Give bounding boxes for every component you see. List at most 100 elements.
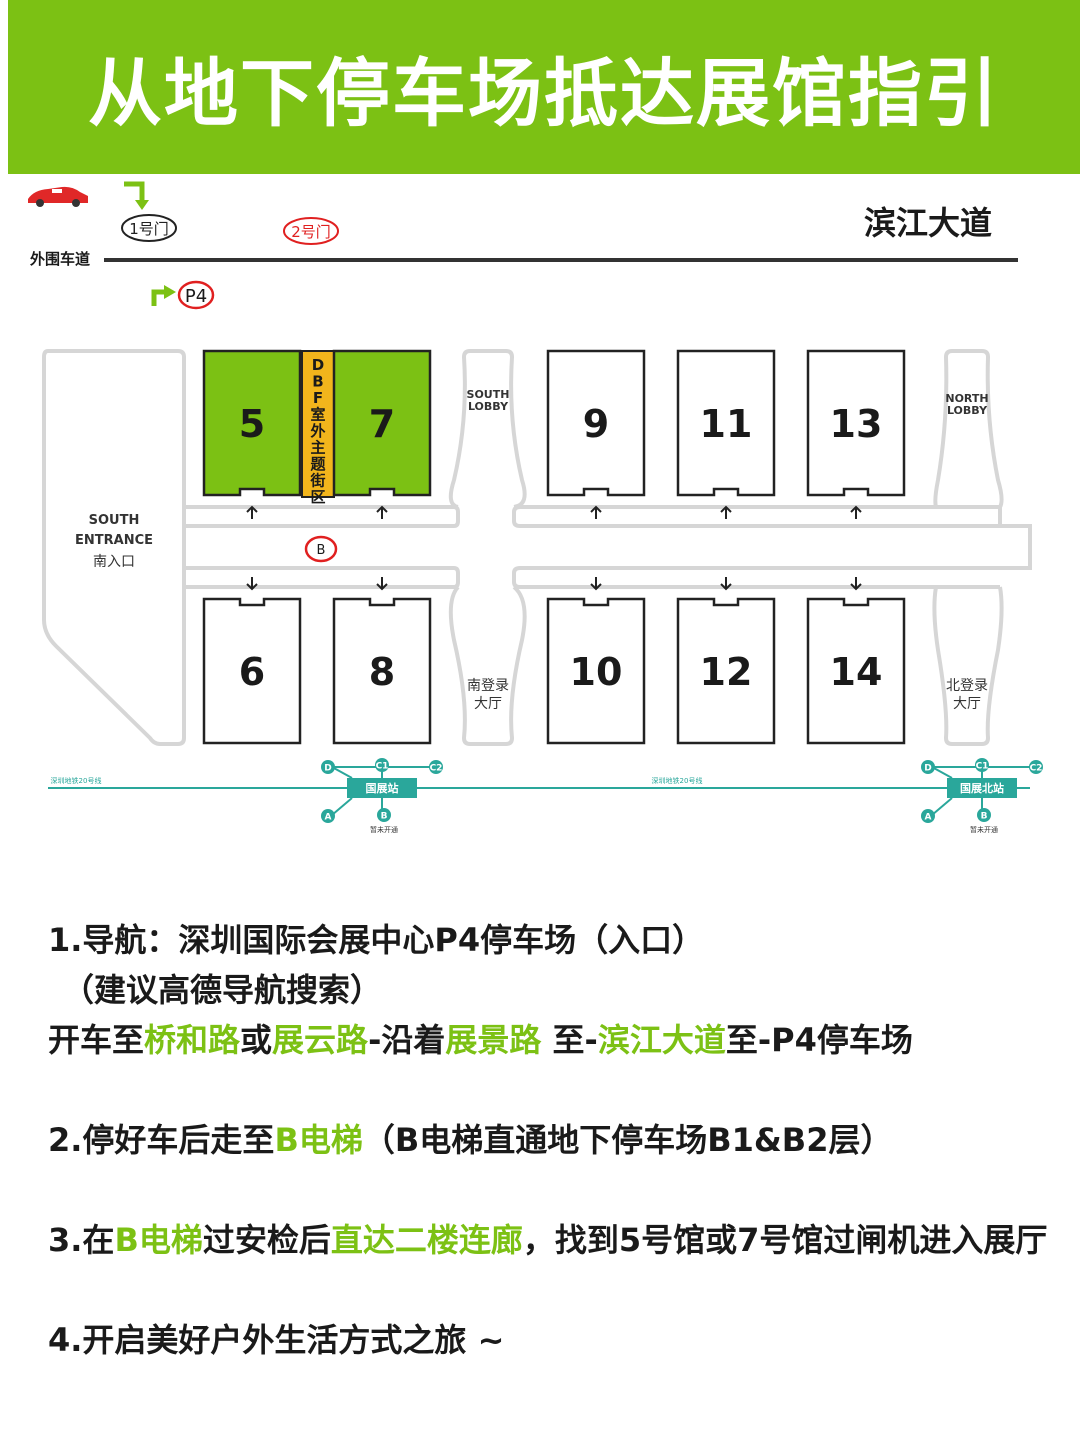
theme-street-char: 外 xyxy=(309,422,325,440)
title-banner: 从地下停车场抵达展馆指引 xyxy=(8,0,1080,174)
exit-label: A xyxy=(325,813,332,823)
arrow-up-icon xyxy=(850,505,862,519)
exit-marker xyxy=(977,808,991,822)
road-south xyxy=(184,566,460,589)
route-text: 至- xyxy=(541,1021,598,1059)
metro-line-label-1: 深圳地铁20号线 xyxy=(51,776,102,785)
hall-shape xyxy=(676,597,776,745)
exit-marker xyxy=(921,809,935,823)
exit-label: C1 xyxy=(976,762,989,772)
hall-7: 7 xyxy=(332,349,432,519)
arrow-down-icon xyxy=(376,577,388,591)
step-1-title: 1.导航：深圳国际会展中心P4停车场（入口） xyxy=(48,915,1048,965)
exit-marker xyxy=(975,758,989,772)
hall-number: 13 xyxy=(830,402,883,446)
exit-marker xyxy=(375,758,389,772)
car-icon xyxy=(28,186,88,207)
exit-marker xyxy=(1029,760,1043,774)
south-lobby-outline xyxy=(448,349,527,509)
arrow-up-icon xyxy=(246,505,258,519)
hall-shape xyxy=(546,349,646,497)
route-text: 或 xyxy=(240,1021,273,1059)
route-road-qiaohe: 桥和路 xyxy=(144,1021,241,1059)
step-2: 2.停好车后走至B电梯（B电梯直通地下停车场B1&B2层） xyxy=(48,1115,1048,1165)
road-outer-label: 外围车道 xyxy=(29,250,90,268)
theme-street-char: D xyxy=(312,356,324,374)
route-road-zhanyun: 展云路 xyxy=(272,1021,369,1059)
south-lobby-en-2: LOBBY xyxy=(468,400,509,413)
exit-marker xyxy=(377,808,391,822)
exit-marker xyxy=(429,760,443,774)
route-text: -沿着 xyxy=(368,1021,446,1059)
north-lobby-en-1: NORTH xyxy=(945,392,988,405)
step-4-text: 4.开启美好户外生活方式之旅 ~ xyxy=(48,1321,505,1359)
south-entrance-cn: 南入口 xyxy=(93,554,135,570)
exit-label: D xyxy=(324,764,331,774)
hall-number: 5 xyxy=(239,402,265,446)
south-lobby-cn-1: 南登录 xyxy=(467,678,509,694)
step-2-text: 2.停好车后走至 xyxy=(48,1121,275,1159)
road-east-north xyxy=(512,505,1002,528)
exit-marker xyxy=(321,760,335,774)
theme-street-char: 街 xyxy=(309,472,325,490)
hall-number: 11 xyxy=(700,402,753,446)
step-4: 4.开启美好户外生活方式之旅 ~ xyxy=(48,1315,1048,1365)
arrow-down-icon xyxy=(590,577,602,591)
arrowhead xyxy=(164,285,176,299)
arrow-down-icon xyxy=(720,577,732,591)
exit-label: D xyxy=(924,764,931,774)
step-3-text: 3.在 xyxy=(48,1221,115,1259)
station-name: 国展北站 xyxy=(960,781,1004,795)
not-open-label: 暂未开通 xyxy=(970,825,998,834)
gate2-label: 2号门 xyxy=(291,223,331,241)
south-lobby-cn-2: 大厅 xyxy=(474,696,502,712)
exit-marker xyxy=(321,809,335,823)
step-3-text: 过安检后 xyxy=(202,1221,331,1259)
south-entrance-en-1: SOUTH xyxy=(89,513,140,528)
north-lobby-en-2: LOBBY xyxy=(947,404,988,417)
exit-label: C2 xyxy=(430,764,443,774)
arrow-down-icon xyxy=(124,181,145,203)
arrowhead xyxy=(135,200,149,210)
hall-10: 10 xyxy=(546,577,646,745)
gate1-marker xyxy=(121,214,177,242)
theme-street-char: F xyxy=(313,389,323,407)
exit-label: C2 xyxy=(1030,764,1043,774)
arrow-up-icon xyxy=(720,505,732,519)
step-2-note: （B电梯直通地下停车场B1&B2层） xyxy=(362,1121,893,1159)
route-road-binjiang: 滨江大道 xyxy=(597,1021,726,1059)
hall-shape xyxy=(546,597,646,745)
south-lobby-hall-outline xyxy=(448,585,527,746)
theme-street-char: 题 xyxy=(310,455,326,473)
hall-number: 9 xyxy=(583,402,609,446)
hall-shape xyxy=(806,349,906,497)
step-3-elevator: B电梯 xyxy=(114,1221,203,1259)
arrow-up-icon xyxy=(376,505,388,519)
hall-14: 14 xyxy=(806,577,906,745)
exit-label: B xyxy=(381,812,388,822)
hall-shape xyxy=(806,597,906,745)
station-box xyxy=(947,778,1017,798)
hall-13: 13 xyxy=(806,349,906,519)
hall-number: 7 xyxy=(369,402,395,446)
station-name: 国展站 xyxy=(366,781,399,795)
hall-shape xyxy=(676,349,776,497)
hall-9: 9 xyxy=(546,349,646,519)
step-3-text: ，找到5号馆或7号馆过闸机进入展厅 xyxy=(522,1221,1048,1259)
arrow-down-icon xyxy=(850,577,862,591)
hall-number: 6 xyxy=(239,650,265,694)
step-3: 3.在B电梯过安检后直达二楼连廊，找到5号馆或7号馆过闸机进入展厅 xyxy=(48,1215,1048,1265)
hall-shape xyxy=(332,597,432,745)
step-1-note-text: （建议高德导航搜索） xyxy=(62,971,383,1009)
route-road-zhanjing: 展景路 xyxy=(445,1021,542,1059)
road-main-label: 滨江大道 xyxy=(864,204,992,242)
step-3-corridor: 直达二楼连廊 xyxy=(330,1221,523,1259)
north-lobby-cn-1: 北登录 xyxy=(946,678,988,694)
turn-arrow-icon xyxy=(151,289,166,306)
south-entrance-area xyxy=(42,349,186,746)
hall-shape xyxy=(202,349,302,497)
hall-6: 6 xyxy=(202,577,302,745)
